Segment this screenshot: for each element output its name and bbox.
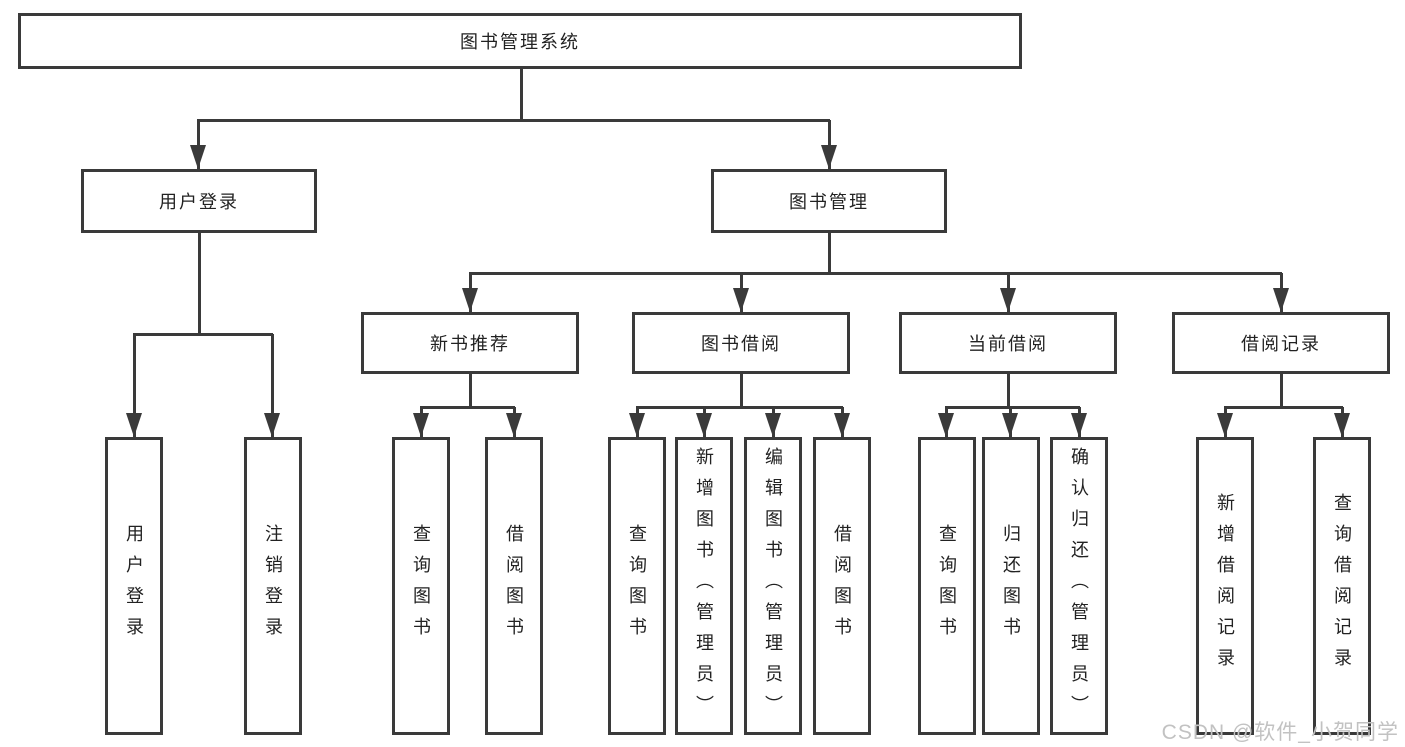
csdn-watermark: CSDN @软件_小贺同学 <box>1161 721 1399 744</box>
node-label-user-login-leaf: 用户登录 <box>124 524 144 648</box>
arrow-down-icon-borrowing-to-leaves-1 <box>696 413 712 437</box>
node-label-borrowing-records: 借阅记录 <box>1241 334 1321 354</box>
arrow-down-icon-recommend-to-leaves-0 <box>413 413 429 437</box>
node-label-new-book-recommend: 新书推荐 <box>430 334 510 354</box>
connector-stem-book-mgmt-to-level3 <box>828 233 831 275</box>
node-confirm-return-admin: 确认归还（管理员） <box>1050 437 1108 735</box>
node-add-borrow-record: 新增借阅记录 <box>1196 437 1254 735</box>
connector-rail-root-to-level2 <box>197 119 830 122</box>
node-label-add-books-admin: 新增图书（管理员） <box>694 446 714 726</box>
node-label-system-root: 图书管理系统 <box>460 32 580 52</box>
arrow-down-icon-book-mgmt-to-level3-3 <box>1273 288 1289 312</box>
node-user-login-branch: 用户登录 <box>81 169 317 233</box>
connector-drop-root-to-level2-1 <box>828 120 831 169</box>
connector-rail-records-to-leaves <box>1224 406 1343 409</box>
node-label-user-login-branch: 用户登录 <box>159 192 239 212</box>
connector-rail-user-login-to-leaves <box>133 333 273 336</box>
node-system-root: 图书管理系统 <box>18 13 1022 69</box>
node-label-query-books-recommend: 查询图书 <box>411 524 431 648</box>
node-label-logout-leaf: 注销登录 <box>263 524 283 648</box>
connector-stem-root-to-level2 <box>520 69 523 122</box>
node-book-borrowing: 图书借阅 <box>632 312 850 374</box>
connector-stem-borrowing-to-leaves <box>740 374 743 409</box>
node-label-borrow-books-borrowing: 借阅图书 <box>832 524 852 648</box>
node-logout-leaf: 注销登录 <box>244 437 302 735</box>
node-borrowing-records: 借阅记录 <box>1172 312 1390 374</box>
node-label-query-borrow-record: 查询借阅记录 <box>1332 493 1352 679</box>
node-label-book-borrowing: 图书借阅 <box>701 334 781 354</box>
arrow-down-icon-user-login-to-leaves-1 <box>264 413 280 437</box>
node-label-current-borrowing: 当前借阅 <box>968 334 1048 354</box>
node-label-borrow-books-recommend: 借阅图书 <box>504 524 524 648</box>
connector-stem-user-login-to-leaves <box>198 233 201 336</box>
node-user-login-leaf: 用户登录 <box>105 437 163 735</box>
arrow-down-icon-current-to-leaves-2 <box>1071 413 1087 437</box>
connector-rail-current-to-leaves <box>945 406 1080 409</box>
node-query-books-borrowing: 查询图书 <box>608 437 666 735</box>
node-query-books-current: 查询图书 <box>918 437 976 735</box>
arrow-down-icon-book-mgmt-to-level3-1 <box>733 288 749 312</box>
arrow-down-icon-recommend-to-leaves-1 <box>506 413 522 437</box>
node-query-books-recommend: 查询图书 <box>392 437 450 735</box>
arrow-down-icon-borrowing-to-leaves-0 <box>629 413 645 437</box>
arrow-down-icon-current-to-leaves-0 <box>938 413 954 437</box>
connector-rail-book-mgmt-to-level3 <box>469 272 1282 275</box>
node-edit-books-admin: 编辑图书（管理员） <box>744 437 802 735</box>
node-label-add-borrow-record: 新增借阅记录 <box>1215 493 1235 679</box>
node-new-book-recommend: 新书推荐 <box>361 312 579 374</box>
node-book-management-branch: 图书管理 <box>711 169 947 233</box>
arrow-down-icon-records-to-leaves-0 <box>1217 413 1233 437</box>
node-label-book-management-branch: 图书管理 <box>789 192 869 212</box>
node-add-books-admin: 新增图书（管理员） <box>675 437 733 735</box>
connector-drop-user-login-to-leaves-1 <box>271 334 274 437</box>
node-label-return-books: 归还图书 <box>1001 524 1021 648</box>
arrow-down-icon-root-to-level2-1 <box>821 145 837 169</box>
connector-stem-records-to-leaves <box>1280 374 1283 409</box>
connector-stem-recommend-to-leaves <box>469 374 472 409</box>
node-label-query-books-borrowing: 查询图书 <box>627 524 647 648</box>
node-label-confirm-return-admin: 确认归还（管理员） <box>1069 446 1089 726</box>
arrow-down-icon-book-mgmt-to-level3-2 <box>1000 288 1016 312</box>
connector-rail-recommend-to-leaves <box>420 406 515 409</box>
arrow-down-icon-records-to-leaves-1 <box>1334 413 1350 437</box>
arrow-down-icon-borrowing-to-leaves-2 <box>765 413 781 437</box>
node-label-edit-books-admin: 编辑图书（管理员） <box>763 446 783 726</box>
arrow-down-icon-current-to-leaves-1 <box>1002 413 1018 437</box>
node-borrow-books-borrowing: 借阅图书 <box>813 437 871 735</box>
arrow-down-icon-book-mgmt-to-level3-0 <box>462 288 478 312</box>
node-label-query-books-current: 查询图书 <box>937 524 957 648</box>
node-borrow-books-recommend: 借阅图书 <box>485 437 543 735</box>
connector-drop-user-login-to-leaves-0 <box>133 334 136 437</box>
connector-drop-root-to-level2-0 <box>197 120 200 169</box>
node-return-books: 归还图书 <box>982 437 1040 735</box>
arrow-down-icon-root-to-level2-0 <box>190 145 206 169</box>
connector-rail-borrowing-to-leaves <box>636 406 843 409</box>
node-current-borrowing: 当前借阅 <box>899 312 1117 374</box>
connector-stem-current-to-leaves <box>1007 374 1010 409</box>
arrow-down-icon-borrowing-to-leaves-3 <box>834 413 850 437</box>
arrow-down-icon-user-login-to-leaves-0 <box>126 413 142 437</box>
node-query-borrow-record: 查询借阅记录 <box>1313 437 1371 735</box>
